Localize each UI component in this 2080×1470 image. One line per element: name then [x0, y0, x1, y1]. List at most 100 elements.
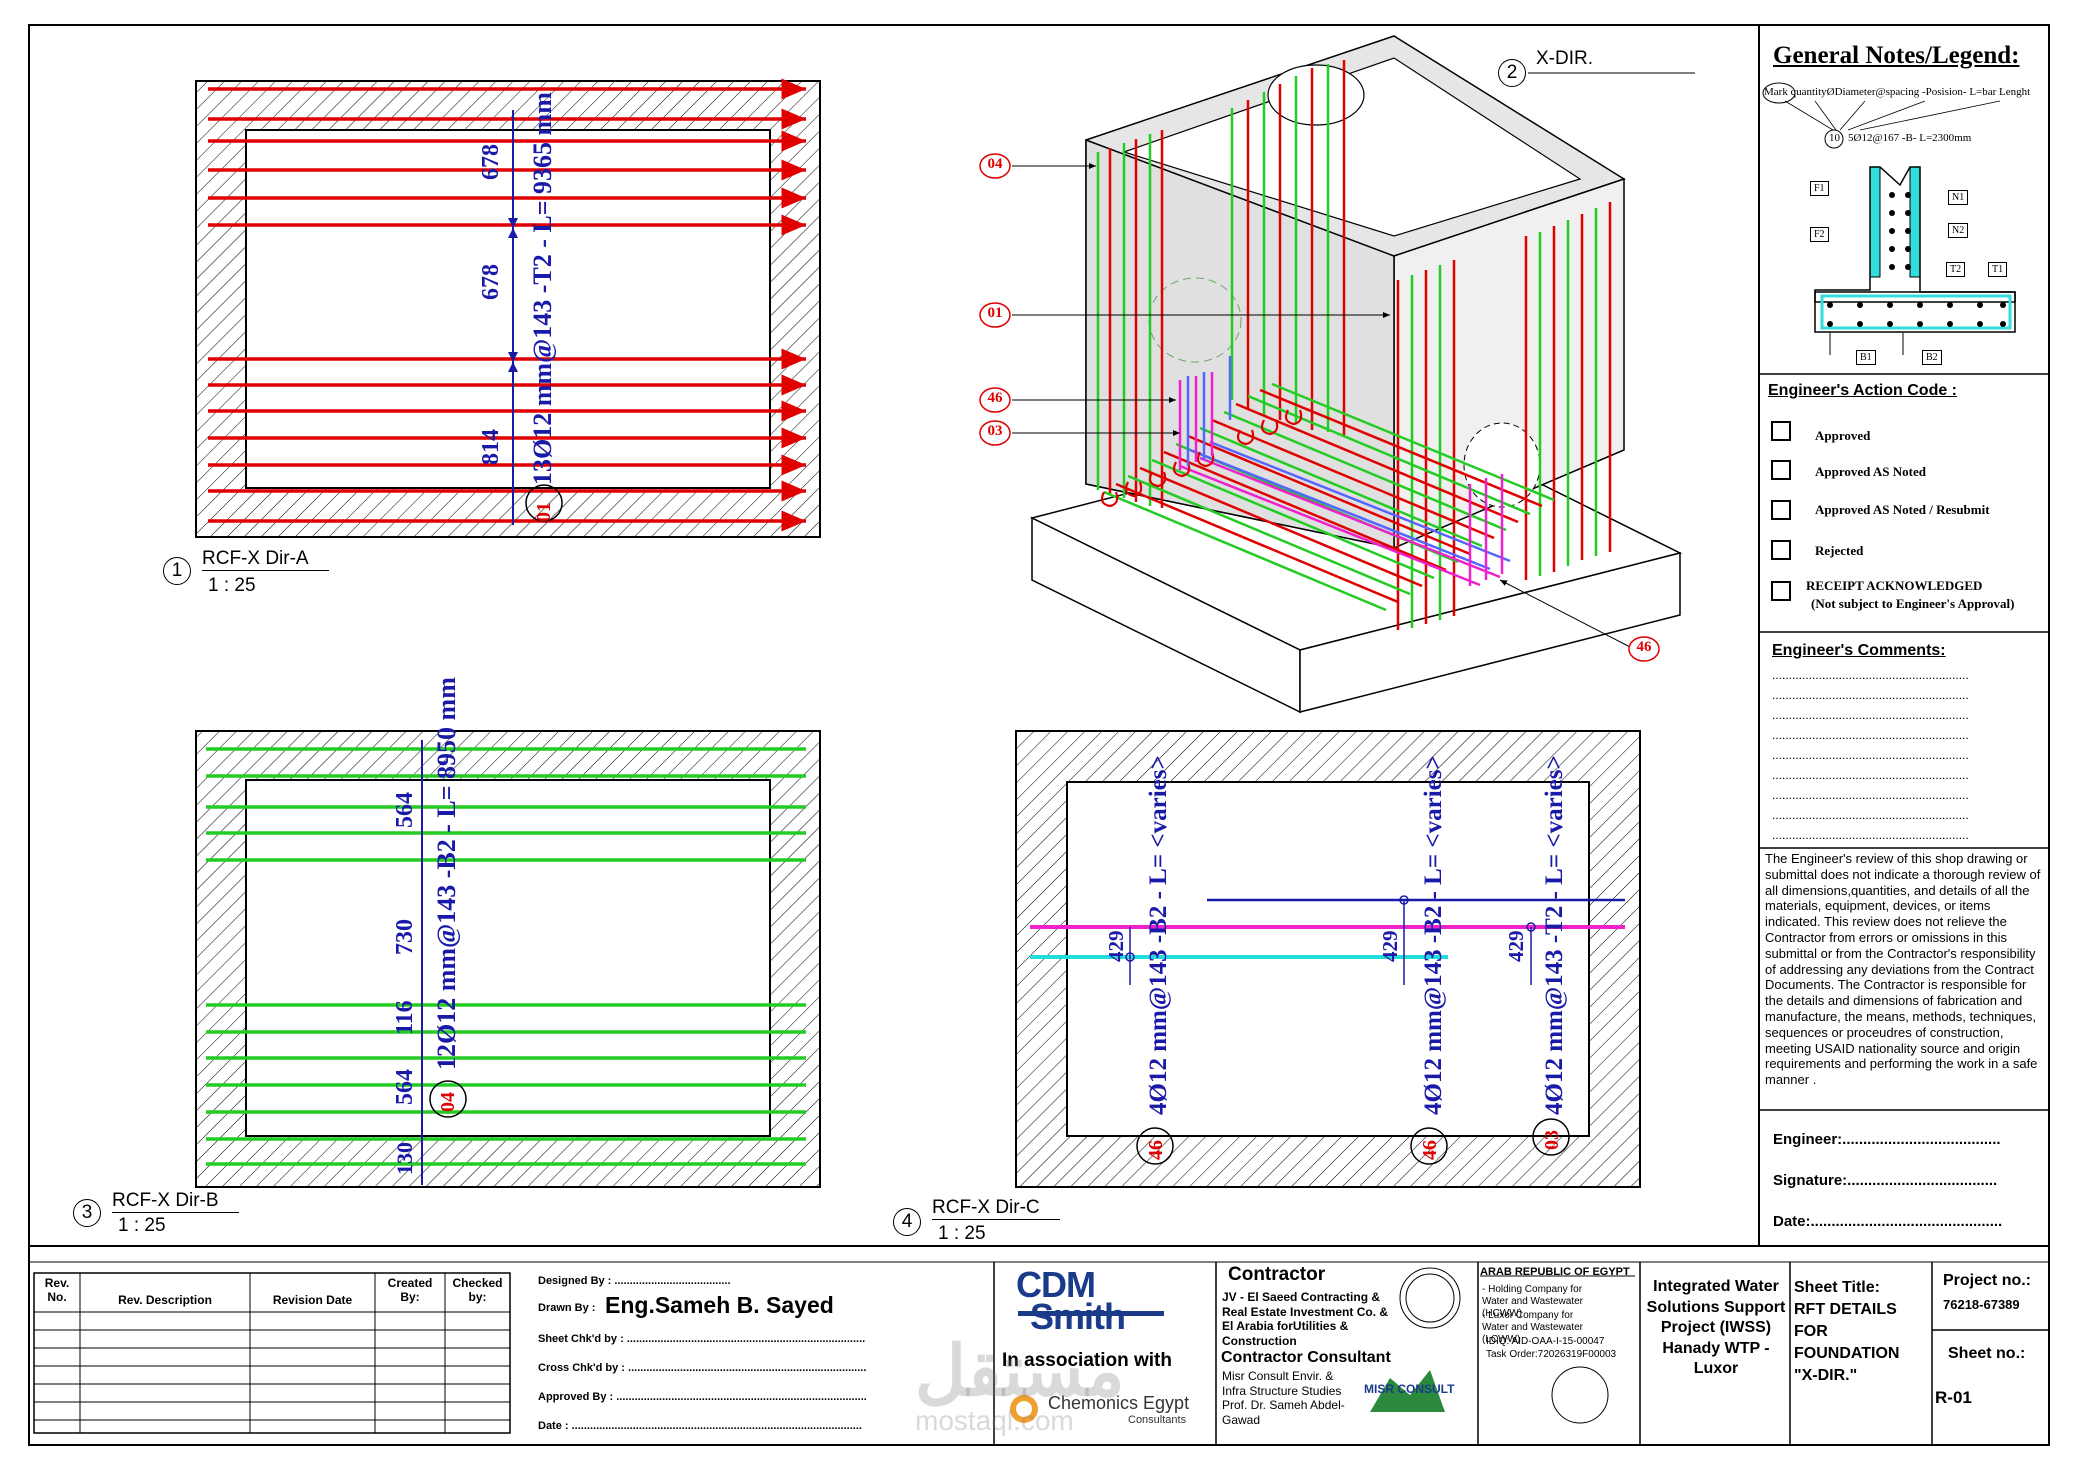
v3-dim-4: 564	[392, 1069, 418, 1105]
comment-line-2[interactable]: ........................................…	[1772, 688, 1969, 702]
v4-dim-1: 429	[1104, 930, 1128, 963]
v4-mark-3: 03	[1541, 1130, 1563, 1150]
v3-scale: 1 : 25	[118, 1215, 166, 1236]
drawn-by-label: Drawn By :	[538, 1302, 596, 1314]
legend-pos-f2: F2	[1810, 227, 1829, 242]
v1-num: 1	[163, 557, 191, 585]
v2-mark-04: 04	[987, 156, 1003, 172]
client-task-order: Task Order:72026319F00003	[1486, 1349, 1617, 1360]
v3-dim-1: 564	[392, 792, 418, 828]
legend-example-text: 5Ø12@167 -B- L=2300mm	[1848, 132, 1972, 144]
checkbox-approved-resubmit[interactable]	[1771, 500, 1791, 520]
date-field[interactable]: Date:...................................…	[1773, 1213, 2003, 1230]
contractor-consultant-title: Contractor Consultant	[1221, 1349, 1391, 1366]
client-lcww: - Luxor Company for Water and Wastewater…	[1482, 1310, 1583, 1345]
v4-bar-label-3: 4Ø12 mm@143 -T2 - L= <varies>	[1541, 755, 1568, 1115]
project-no: 76218-67389	[1943, 1297, 2020, 1312]
sheet-no: R-01	[1935, 1388, 1972, 1407]
legend-sketch	[1762, 82, 2016, 355]
v3-bar-label: 12Ø12 mm@143 -B2 - L= 8950 mm	[432, 677, 461, 1070]
checkbox-approved-as-noted[interactable]	[1771, 460, 1791, 480]
signature-field[interactable]: Signature:..............................…	[1773, 1172, 1998, 1189]
v1-dim-3: 814	[478, 429, 504, 465]
title-block-grid	[33, 1262, 2050, 1446]
legend-pos-b2: B2	[1922, 350, 1942, 365]
comment-line-9[interactable]: ........................................…	[1772, 828, 1969, 842]
v2-num: 2	[1498, 59, 1526, 87]
v2-mark-01: 01	[987, 305, 1003, 321]
drawn-by-name: Eng.Sameh B. Sayed	[605, 1292, 834, 1318]
v2-mark-03: 03	[987, 423, 1003, 439]
rev-desc-header: Rev. Description	[118, 1293, 212, 1307]
review-disclaimer: The Engineer's review of this shop drawi…	[1765, 851, 2041, 1088]
comment-line-7[interactable]: ........................................…	[1772, 788, 1969, 802]
legend-pos-f1: F1	[1810, 181, 1829, 196]
v4-dim-3: 429	[1504, 930, 1528, 963]
v3-dim-5: 130	[392, 1142, 417, 1175]
engineer-field[interactable]: Engineer:...............................…	[1773, 1131, 2001, 1148]
view-4-section	[1015, 730, 1641, 1188]
v4-title: RCF-X Dir-C	[932, 1197, 1060, 1220]
comment-line-4[interactable]: ........................................…	[1772, 728, 1969, 742]
v4-bar-label-1: 4Ø12 mm@143 -B2 - L= <varies>	[1145, 755, 1172, 1115]
v1-dim-1: 678	[478, 144, 504, 180]
sheet-title: RFT DETAILS FOR FOUNDATION "X-DIR."	[1794, 1301, 1900, 1384]
label-rejected: Rejected	[1815, 543, 1864, 558]
watermark-latin: mostaql.com	[915, 1405, 1074, 1436]
sheet-no-label: Sheet no.:	[1948, 1345, 2026, 1362]
v3-num: 3	[73, 1199, 101, 1227]
comment-line-1[interactable]: ........................................…	[1772, 668, 1969, 682]
contractor-consultant: Misr Consult Envir. & Infra Structure St…	[1222, 1369, 1345, 1427]
client-title: ARAB REPUBLIC OF EGYPT	[1480, 1266, 1630, 1278]
project-no-label: Project no.:	[1943, 1272, 2032, 1289]
client-hcww: - Holding Company for Water and Wastewat…	[1482, 1284, 1583, 1319]
comment-line-8[interactable]: ........................................…	[1772, 808, 1969, 822]
sheet-frame	[28, 24, 2050, 1446]
label-approved-as-noted: Approved AS Noted	[1815, 464, 1927, 479]
legend-pos-t2: T2	[1946, 262, 1966, 277]
legend-pos-t1: T1	[1988, 262, 2008, 277]
v1-title: RCF-X Dir-A	[202, 548, 329, 571]
legend-example-mark: 10	[1829, 132, 1840, 144]
comment-line-5[interactable]: ........................................…	[1772, 748, 1969, 762]
rev-date-header: Revision Date	[272, 1293, 353, 1307]
watermark-arabic: مستقل	[915, 1332, 1125, 1410]
view-1-plan	[195, 78, 821, 538]
rev-no-header: Rev. No.	[44, 1276, 70, 1304]
label-approved: Approved	[1815, 428, 1871, 443]
contractor-jv: JV - El Saeed Contracting & Real Estate …	[1222, 1290, 1389, 1348]
checkbox-receipt[interactable]	[1771, 581, 1791, 601]
cdm-logo-line1: CDM	[1016, 1264, 1096, 1305]
misr-consult-logo: MISR CONSULT	[1364, 1382, 1455, 1396]
legend-title: General Notes/Legend:	[1773, 42, 2020, 69]
v2-mark-46b: 46	[1636, 639, 1652, 655]
v1-mark: 01	[533, 502, 555, 522]
legend-pos-n2: N2	[1948, 223, 1969, 238]
v1-scale: 1 : 25	[208, 575, 256, 596]
legend-pos-n1: N1	[1948, 190, 1969, 205]
comments-title: Engineer's Comments:	[1772, 642, 1946, 659]
v3-title: RCF-X Dir-B	[112, 1190, 239, 1213]
checked-by-header: Checked by:	[452, 1276, 503, 1304]
comment-line-3[interactable]: ........................................…	[1772, 708, 1969, 722]
approved-by: Approved By : ..........................…	[538, 1391, 867, 1403]
label-receipt: RECEIPT ACKNOWLEDGED	[1806, 578, 1983, 593]
checkbox-approved[interactable]	[1771, 421, 1791, 441]
v4-mark-2: 46	[1419, 1140, 1441, 1160]
v3-dim-2: 730	[392, 919, 418, 955]
label-approved-resubmit: Approved AS Noted / Resubmit	[1815, 502, 1990, 517]
legend-mark-note: Mark quantityØDiameter@spacing -Posision…	[1764, 86, 2031, 98]
client-idiq: IDIQ: AID-OAA-I-15-00047	[1486, 1336, 1605, 1347]
sheet-title-label: Sheet Title:	[1794, 1279, 1880, 1296]
checkbox-rejected[interactable]	[1771, 540, 1791, 560]
chemonics-logo-mark	[1010, 1395, 1038, 1423]
v4-dim-2: 429	[1378, 930, 1402, 963]
v4-num: 4	[893, 1208, 921, 1236]
cross-checked-by: Cross Chk'd by : .......................…	[538, 1362, 867, 1374]
comment-line-6[interactable]: ........................................…	[1772, 768, 1969, 782]
v2-title: X-DIR.	[1536, 48, 1593, 69]
legend-pos-b1: B1	[1856, 350, 1876, 365]
v2-mark-46: 46	[987, 390, 1003, 406]
